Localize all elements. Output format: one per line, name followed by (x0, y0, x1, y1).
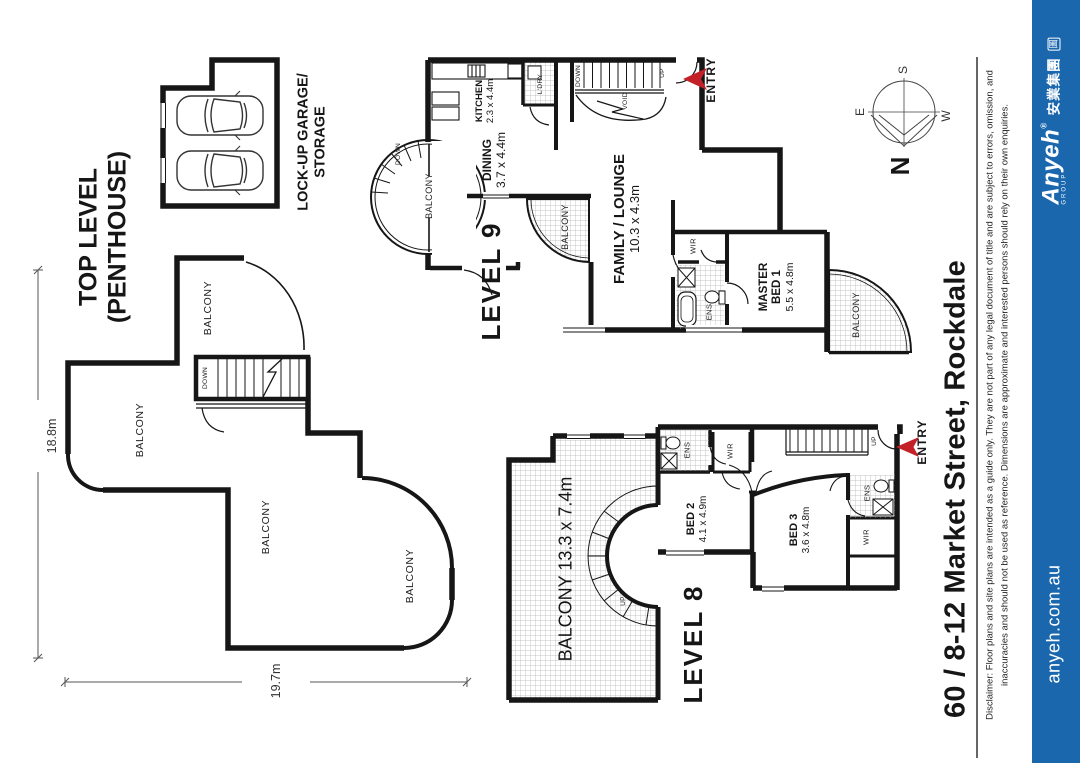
stairs-up-label: UP (620, 596, 628, 606)
dimension-depth: 19.7m (268, 663, 283, 699)
stairs-down-label: DOWN (395, 142, 403, 166)
balcony-label: BALCONY (201, 280, 214, 336)
l9-doors (463, 61, 749, 305)
brand-bar (1032, 0, 1080, 763)
level9-title: LEVEL 9 (476, 221, 507, 341)
compass-w: W (939, 110, 954, 122)
property-address: 60 / 8-12 Market Street, Rockdale (939, 260, 972, 718)
penthouse-stairs (193, 354, 311, 402)
master-balcony (828, 268, 913, 353)
compass-s: S (896, 65, 911, 75)
laundry-label: L'DRY (537, 73, 545, 95)
wir-label: WIR (725, 443, 735, 459)
compass-e: E (853, 107, 868, 117)
brand-name: Anyeh®GROUP (1037, 122, 1068, 205)
l9-walls (425, 57, 830, 352)
brand-seal-icon: 圖 (1047, 37, 1061, 51)
void-label: VOID (622, 92, 630, 110)
ens-label: ENS (704, 303, 714, 321)
ens-label: ENS (862, 484, 872, 502)
brand-logo: Anyeh®GROUP 安業集團 圖 (1037, 37, 1068, 205)
balcony-l8-label: BALCONY 13.3 x 7.4m (555, 476, 576, 662)
brand-website: anyeh.com.au (1043, 564, 1064, 684)
stairs-up-label: UP (871, 436, 879, 446)
master-bed-label: MASTER BED 1 5.5 x 4.8m (757, 262, 797, 312)
brand-chinese: 安業集團 (1046, 57, 1062, 116)
balcony-label: BALCONY (403, 548, 416, 604)
stairs-up-label: UP (659, 68, 667, 78)
garage-label: LOCK-UP GARAGE/STORAGE (295, 73, 328, 211)
l8-curved-stair (605, 503, 659, 609)
dimension-lines (33, 265, 472, 687)
stairs-down-label: DOWN (575, 64, 583, 88)
page-title: TOP LEVEL(PENTHOUSE) (74, 150, 131, 324)
dimension-width: 18.8m (44, 418, 59, 454)
entry-arrow-icon-l8 (896, 437, 919, 457)
l8-doors (709, 429, 898, 517)
balcony-label: BALCONY (559, 204, 570, 250)
wir-label: WIR (861, 529, 871, 545)
l9-balcony-quarter (525, 198, 590, 264)
entry-label-l9: ENTRY (704, 57, 719, 103)
l8-balcony-floor (511, 438, 655, 699)
balcony-label: BALCONY (850, 292, 861, 338)
entry-arrow-icon-l9 (683, 68, 707, 90)
level8-title: LEVEL 8 (678, 584, 709, 704)
balcony-label: BALCONY (423, 173, 434, 219)
wir-label: WIR (688, 238, 698, 254)
balcony-label: BALCONY (133, 402, 146, 458)
compass-n: N (885, 156, 916, 176)
entry-label-l8: ENTRY (915, 419, 930, 465)
stairs-down-label: DOWN (202, 366, 210, 390)
compass-icon (868, 78, 940, 147)
disclaimer: Disclaimer: Floor plans and site plans a… (984, 70, 1010, 720)
balcony-label: BALCONY (259, 499, 272, 555)
ens-label: ENS (682, 441, 692, 459)
kitchen-bench (431, 62, 524, 121)
